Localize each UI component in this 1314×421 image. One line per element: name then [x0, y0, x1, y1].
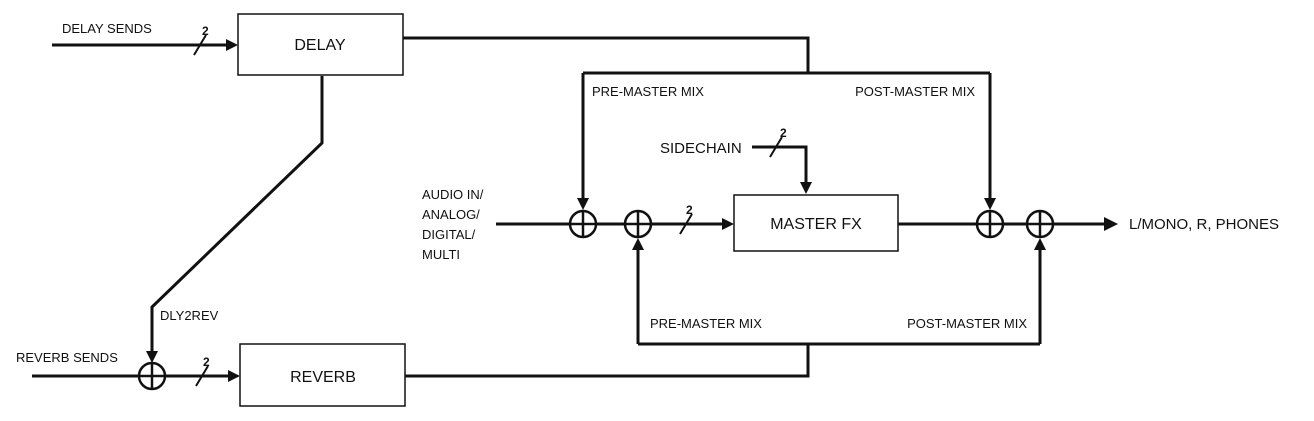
bus-width-delay: 2: [202, 24, 209, 38]
bus-width-reverb: 2: [203, 355, 210, 369]
bus-slash-sidechain: [769, 136, 783, 158]
label-audio-in-3: DIGITAL/: [422, 227, 476, 242]
label-sidechain: SIDECHAIN: [660, 140, 742, 157]
bus-width-sidechain: 2: [780, 126, 787, 140]
arrow-sidechain-down: [800, 182, 812, 194]
reverb-block: REVERB: [239, 343, 406, 407]
delay-block-label: DELAY: [294, 37, 346, 54]
bus-width-master: 2: [686, 203, 693, 217]
summing-junction-post-master-bottom: [1025, 209, 1055, 239]
label-output: L/MONO, R, PHONES: [1129, 216, 1279, 233]
label-audio-in-2: ANALOG/: [422, 207, 480, 222]
wire-dly2rev: [150, 76, 324, 354]
arrow-into-master-fx: [722, 218, 734, 230]
summing-junction-post-master-top: [975, 209, 1005, 239]
label-dly2rev: DLY2REV: [160, 308, 219, 323]
summing-junction-pre-master-bottom: [623, 209, 653, 239]
label-pre-master-mix-bottom: PRE-MASTER MIX: [650, 316, 762, 331]
bus-slash-master: [679, 213, 693, 235]
label-audio-in-4: MULTI: [422, 247, 460, 262]
wire-delay-out: [403, 36, 810, 73]
arrow-into-reverb: [228, 370, 240, 382]
arrow-post-master-bottom-up: [1034, 238, 1046, 250]
delay-block: DELAY: [237, 13, 404, 76]
label-post-master-mix-bottom: POST-MASTER MIX: [907, 316, 1027, 331]
arrow-pre-master-top-down: [577, 198, 589, 210]
label-delay-sends: DELAY SENDS: [62, 21, 152, 36]
label-post-master-mix-top: POST-MASTER MIX: [855, 84, 975, 99]
label-pre-master-mix-top: PRE-MASTER MIX: [592, 84, 704, 99]
wire-reverb-out: [405, 344, 810, 378]
summing-junction-pre-master-top: [568, 209, 598, 239]
label-reverb-sends: REVERB SENDS: [16, 350, 118, 365]
bus-slash-reverb: [195, 365, 209, 387]
arrow-dly2rev-down: [146, 351, 158, 363]
reverb-block-label: REVERB: [290, 369, 356, 386]
master-fx-block: MASTER FX: [733, 194, 899, 252]
label-audio-in-1: AUDIO IN/: [422, 187, 484, 202]
arrow-post-master-top-down: [984, 198, 996, 210]
arrow-into-delay: [226, 39, 238, 51]
arrow-pre-master-bottom-up: [632, 238, 644, 250]
arrow-output: [1104, 217, 1118, 231]
bus-slash-delay: [193, 34, 207, 56]
master-fx-block-label: MASTER FX: [770, 216, 862, 233]
wire-sidechain: [752, 145, 808, 182]
summing-junction-reverb: [137, 361, 167, 391]
